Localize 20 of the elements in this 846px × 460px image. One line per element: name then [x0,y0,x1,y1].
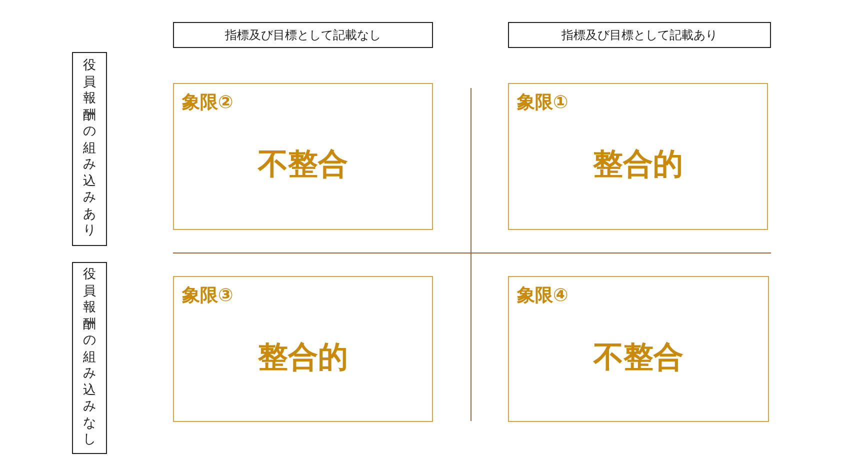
quadrant-label: 不整合 [258,146,348,184]
quadrant-title: 象限③ [182,284,234,307]
quadrant-box [508,83,768,230]
quadrant-label: 整合的 [593,146,683,184]
quadrant-label: 整合的 [258,339,348,377]
quadrant-box [173,83,433,230]
quadrant-box [508,276,769,422]
quadrant-title: 象限② [182,91,234,114]
row-header-text: 役員報酬の組み込みなし [82,267,96,449]
quadrant-box [173,276,433,422]
column-header-text: 指標及び目標として記載あり [562,26,718,44]
column-header-box [173,22,433,48]
column-header-box [508,22,771,48]
column-header-text: 指標及び目標として記載なし [225,26,381,44]
quadrant-title: 象限④ [517,284,568,307]
row-header-text: 役員報酬の組み込みあり [82,58,96,240]
row-header-box [72,262,107,454]
quadrant-label: 不整合 [594,339,684,377]
quadrant-title: 象限① [517,91,568,114]
row-header-box [72,52,107,246]
